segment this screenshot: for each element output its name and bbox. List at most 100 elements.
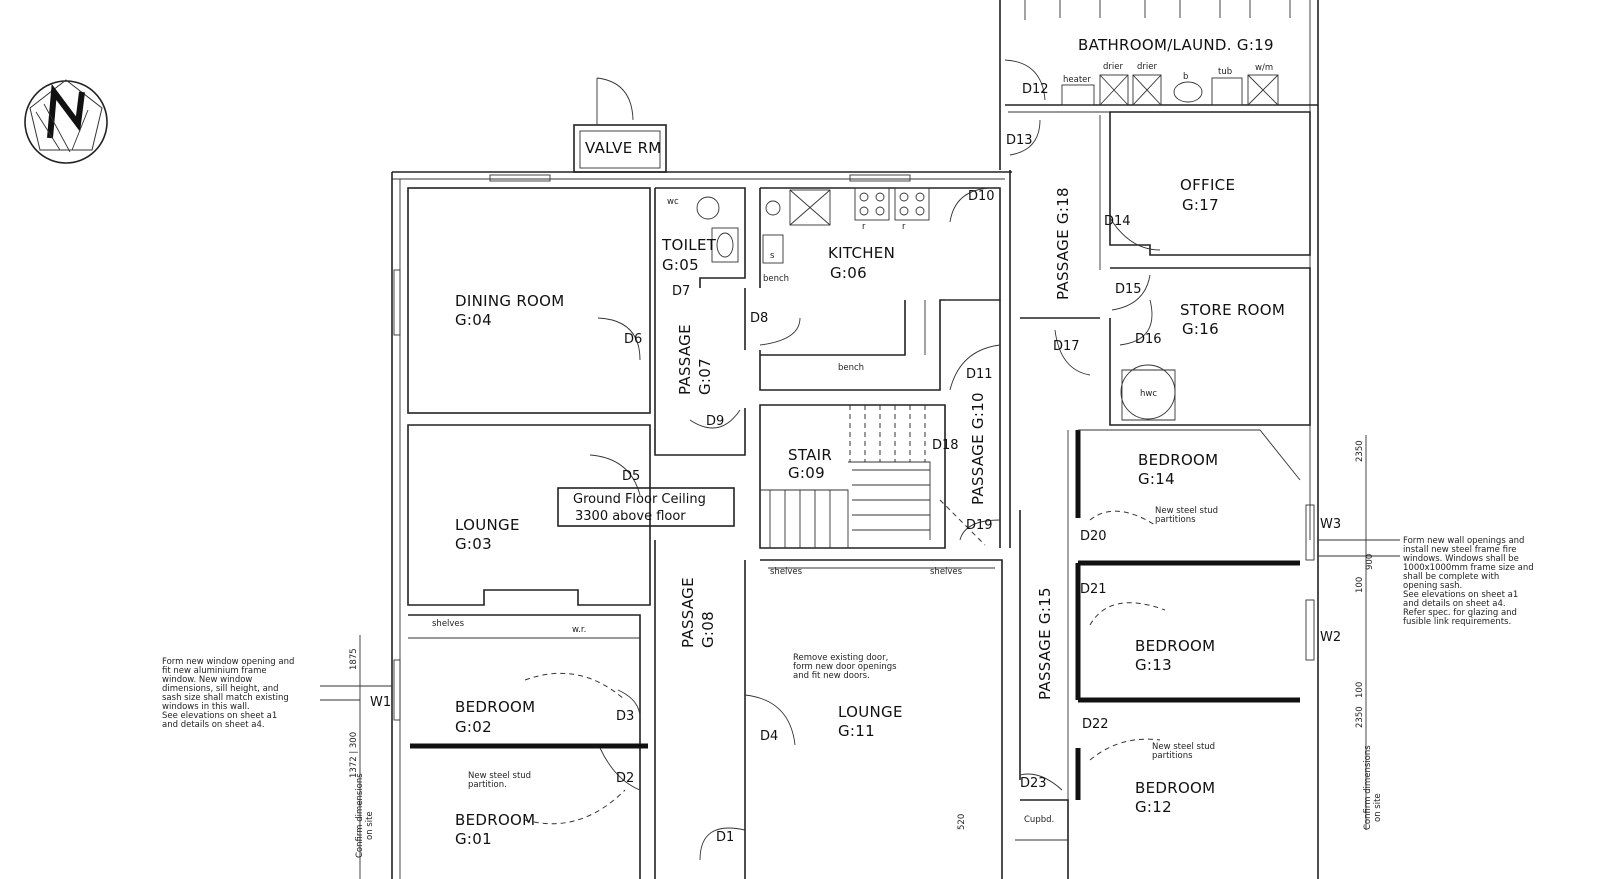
note-right: Form new wall openings and install new s… bbox=[1403, 536, 1534, 627]
note-line: sash size shall match existing bbox=[162, 693, 289, 703]
door-label: D21 bbox=[1080, 582, 1107, 597]
fixture-label: heater bbox=[1063, 75, 1091, 85]
room-code-bed02: G:02 bbox=[455, 718, 492, 736]
door-label: D11 bbox=[966, 367, 993, 382]
note-line: fit new aluminium frame bbox=[162, 666, 267, 676]
room-label-dining: DINING ROOM bbox=[455, 292, 565, 310]
note-line: 1000x1000mm frame size and bbox=[1403, 563, 1534, 573]
room-label-cupbd: Cupbd. bbox=[1024, 815, 1054, 825]
window-label: W1 bbox=[370, 695, 391, 710]
note-line: Remove existing door, bbox=[793, 653, 888, 663]
fixture-label: drier bbox=[1103, 62, 1123, 72]
door-labels: D1 D2 D3 D4 D5 D6 D7 D8 D9 D10 D11 D12 D… bbox=[616, 82, 1162, 845]
door-label: D2 bbox=[616, 771, 634, 786]
note-line: New steel stud bbox=[468, 771, 531, 781]
room-code-passage08: G:08 bbox=[699, 611, 717, 648]
note-line: See elevations on sheet a1 bbox=[162, 711, 277, 721]
note-line: Form new window opening and bbox=[162, 657, 294, 667]
fixture-label: shelves bbox=[770, 567, 803, 577]
room-code-lounge11: G:11 bbox=[838, 722, 875, 740]
note-line: and fit new doors. bbox=[793, 671, 870, 681]
fixture-label: shelves bbox=[930, 567, 963, 577]
stair-treads bbox=[769, 405, 930, 548]
note-line: partitions bbox=[1155, 515, 1196, 525]
note-line: and details on sheet a4. bbox=[162, 720, 265, 730]
fixture-label: r bbox=[862, 222, 866, 232]
dimension-label: 2350 bbox=[1355, 440, 1365, 462]
room-label-lounge03: LOUNGE bbox=[455, 516, 520, 534]
door-label: D3 bbox=[616, 709, 634, 724]
note-line: window. New window bbox=[162, 675, 252, 685]
room-code-lounge03: G:03 bbox=[455, 535, 492, 553]
fixture-label: s bbox=[770, 251, 775, 261]
note-line: on site bbox=[365, 811, 375, 840]
dimension-label: 1372 | 300 bbox=[349, 732, 359, 778]
room-label-valve: VALVE RM bbox=[585, 139, 662, 157]
door-label: D12 bbox=[1022, 82, 1049, 97]
door-swings bbox=[589, 59, 1161, 861]
room-code-bed13: G:13 bbox=[1135, 656, 1172, 674]
door-label: D8 bbox=[750, 311, 768, 326]
fixture-label: shelves bbox=[432, 619, 465, 629]
room-label-bed13: BEDROOM bbox=[1135, 637, 1215, 655]
room-code-office: G:17 bbox=[1182, 196, 1219, 214]
note-dim-left: Confirm dimensions on site bbox=[355, 773, 375, 858]
note-line: Refer spec. for glazing and bbox=[1403, 608, 1517, 618]
fixture-label: bench bbox=[838, 363, 864, 373]
note-line: See elevations on sheet a1 bbox=[1403, 590, 1518, 600]
note-line: partition. bbox=[468, 780, 507, 790]
dimension-label: 900 bbox=[1365, 554, 1375, 570]
door-label: D17 bbox=[1053, 339, 1080, 354]
room-code-toilet: G:05 bbox=[662, 256, 699, 274]
note-line: New steel stud bbox=[1155, 506, 1218, 516]
note-line: fusible link requirements. bbox=[1403, 617, 1511, 627]
note-line: windows in this wall. bbox=[162, 702, 250, 712]
fixture-label: wc bbox=[667, 197, 679, 207]
note-line: dimensions, sill height, and bbox=[162, 684, 279, 694]
room-code-bed01: G:01 bbox=[455, 830, 492, 848]
door-label: D13 bbox=[1006, 133, 1033, 148]
room-code-dining: G:04 bbox=[455, 311, 492, 329]
room-label-store: STORE ROOM bbox=[1180, 301, 1285, 319]
dimension-label: 2350 bbox=[1355, 706, 1365, 728]
room-code-bed14: G:14 bbox=[1138, 470, 1175, 488]
note-line: Confirm dimensions bbox=[1363, 745, 1373, 830]
door-label: D14 bbox=[1104, 214, 1131, 229]
fixture-label: w.r. bbox=[572, 625, 586, 635]
dimension-label: 1875 bbox=[349, 648, 359, 670]
ceiling-note-line1: Ground Floor Ceiling bbox=[573, 492, 706, 507]
room-label-passage08: PASSAGE bbox=[679, 577, 697, 648]
fixture-labels: heater drier drier b tub w/m wc bench be… bbox=[432, 62, 1273, 635]
room-label-passage07: PASSAGE bbox=[676, 324, 694, 395]
fixture-label: tub bbox=[1218, 67, 1232, 77]
note-line: Form new wall openings and bbox=[1403, 536, 1524, 546]
window-label: W3 bbox=[1320, 517, 1341, 532]
note-line: on site bbox=[1373, 793, 1383, 822]
room-label-bed01: BEDROOM bbox=[455, 811, 535, 829]
room-label-bathroom: BATHROOM/LAUND. G:19 bbox=[1078, 36, 1274, 54]
room-label-toilet: TOILET bbox=[661, 236, 717, 254]
room-label-stair: STAIR bbox=[788, 446, 832, 464]
ceiling-note: Ground Floor Ceiling 3300 above floor bbox=[557, 487, 735, 527]
door-label: D20 bbox=[1080, 529, 1107, 544]
door-label: D4 bbox=[760, 729, 778, 744]
room-label-passage15: PASSAGE G:15 bbox=[1036, 587, 1054, 700]
room-code-kitchen: G:06 bbox=[830, 264, 867, 282]
fixture-label: b bbox=[1183, 72, 1188, 82]
note-stud-r14: New steel stud partitions bbox=[1155, 506, 1218, 525]
door-label: D7 bbox=[672, 284, 690, 299]
door-label: D15 bbox=[1115, 282, 1142, 297]
dimension-label: 520 bbox=[957, 814, 967, 830]
dimension-label: 100 bbox=[1355, 577, 1365, 593]
door-label: D10 bbox=[968, 189, 995, 204]
fixture-label: bench bbox=[763, 274, 789, 284]
room-label-passage18: PASSAGE G:18 bbox=[1054, 187, 1072, 300]
room-label-bed14: BEDROOM bbox=[1138, 451, 1218, 469]
note-lounge-door: Remove existing door, form new door open… bbox=[793, 653, 897, 681]
note-line: shall be complete with bbox=[1403, 572, 1499, 582]
room-code-passage07: G:07 bbox=[696, 358, 714, 395]
note-line: and details on sheet a4. bbox=[1403, 599, 1506, 609]
window-label: W2 bbox=[1320, 630, 1341, 645]
door-label: D23 bbox=[1020, 776, 1047, 791]
